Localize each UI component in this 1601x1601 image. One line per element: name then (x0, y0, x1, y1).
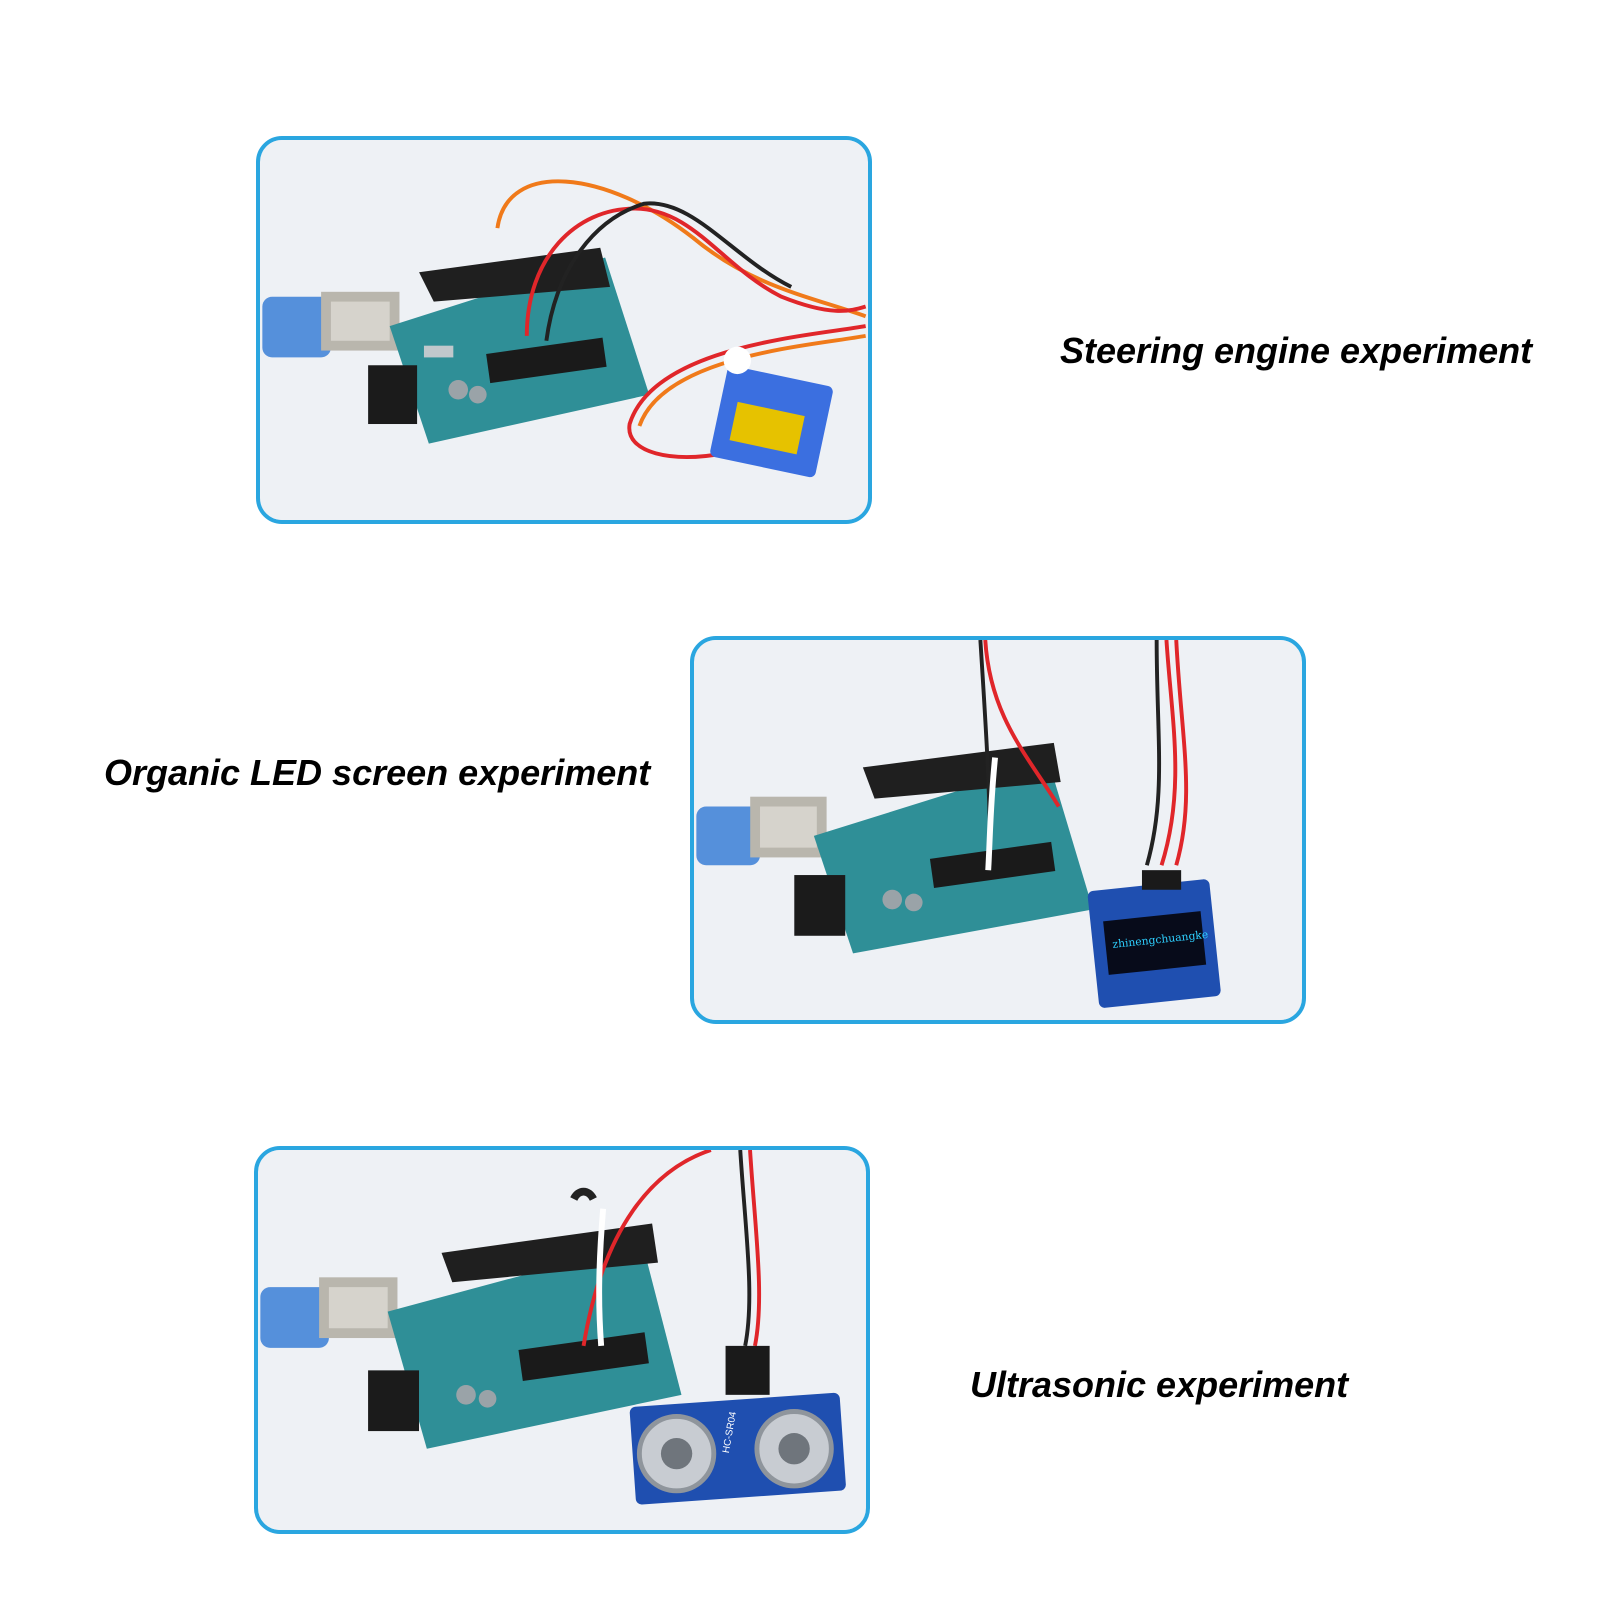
servo-experiment-photo (256, 136, 872, 524)
ultrasonic-experiment-illustration: HC-SR04 (260, 1150, 864, 1530)
oled-experiment-caption: Organic LED screen experiment (104, 752, 651, 793)
usb-cable-icon (262, 291, 400, 358)
servo-experiment-illustration (262, 140, 867, 520)
oled-screen-icon: zhinengchuangke (1087, 870, 1221, 1008)
servo-experiment-caption: Steering engine experiment (1060, 330, 1533, 371)
usb-cable-icon (696, 796, 827, 866)
ultrasonic-experiment-caption: Ultrasonic experiment (970, 1364, 1349, 1405)
ultrasonic-experiment-photo: HC-SR04 (254, 1146, 870, 1534)
servo-wires (495, 179, 867, 460)
arduino-board-icon (794, 742, 1093, 954)
oled-experiment-photo: zhinengchuangke (690, 636, 1306, 1024)
arduino-board-icon (368, 247, 650, 444)
servo-motor-icon (710, 346, 833, 478)
usb-cable-icon (260, 1277, 398, 1348)
ultrasonic-sensor-icon: HC-SR04 (629, 1345, 846, 1505)
oled-experiment-illustration: zhinengchuangke (696, 640, 1300, 1020)
oled-wires (978, 640, 1189, 871)
ultrasonic-wires (570, 1150, 762, 1347)
